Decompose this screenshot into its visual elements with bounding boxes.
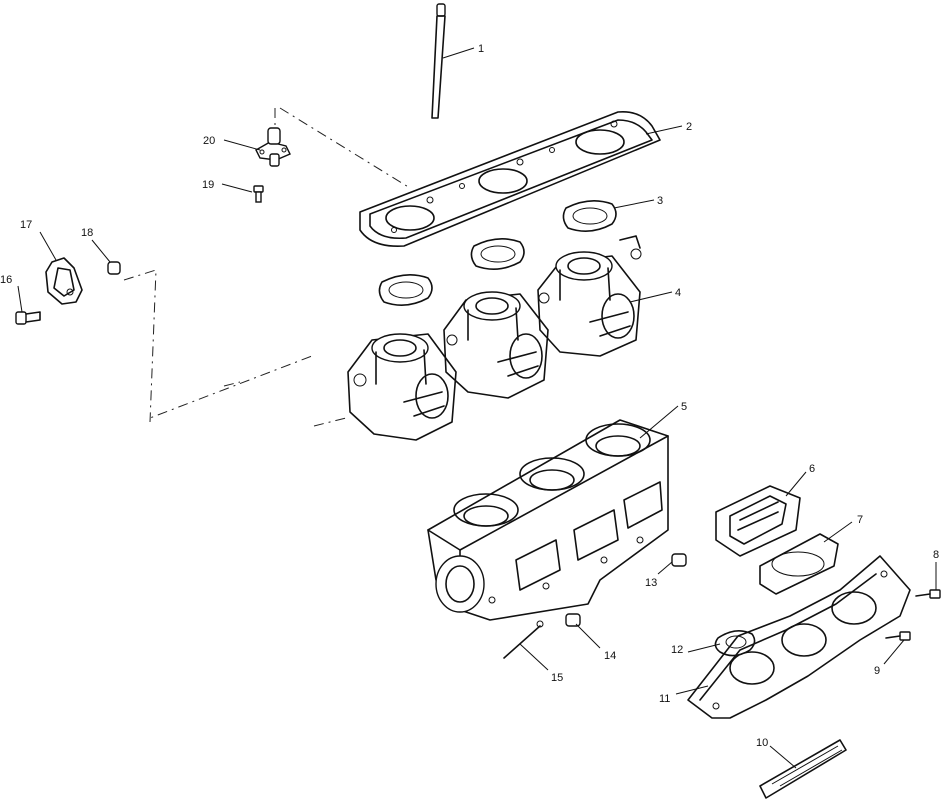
dash-line-linkage [123,269,347,427]
part-18-cap [107,261,121,275]
part-8-screw [915,589,941,599]
callout-3: 3 [657,195,663,207]
part-5-cylinder-block [427,419,669,621]
callout-17: 17 [20,219,32,231]
part-19-screw [253,185,264,203]
dash-line-sensor [274,107,411,189]
part-4-carburetors [347,235,642,441]
callout-4: 4 [675,287,681,299]
callout-7: 7 [857,514,863,526]
part-6-reed-valve [715,485,801,557]
part-15-pin [503,620,544,659]
callout-14: 14 [604,650,616,662]
callout-20: 20 [203,135,215,147]
leader-lines [17,47,937,769]
callout-18: 18 [81,227,93,239]
part-11-intake-manifold [687,555,911,719]
part-13-plug [671,553,687,567]
part-20-sensor [255,127,291,167]
callout-5: 5 [681,401,687,413]
callout-1: 1 [478,43,484,55]
callout-13: 13 [645,577,657,589]
part-17-bracket [45,257,83,305]
callout-9: 9 [874,665,880,677]
callout-8: 8 [933,549,939,561]
part-10-hose [759,739,847,799]
part-12-gasket [714,630,756,657]
callout-11: 11 [659,693,670,705]
callout-16: 16 [0,274,12,286]
callout-15: 15 [551,672,563,684]
callout-12: 12 [671,644,683,656]
callout-labels: 1 2 3 4 5 6 7 8 9 10 11 12 13 14 15 16 1… [0,43,939,749]
callout-19: 19 [202,179,214,191]
part-2-head-cover [359,110,661,247]
part-1-bolt [431,3,446,119]
part-14-sleeve [565,613,581,627]
callout-6: 6 [809,463,815,475]
part-3-gaskets [378,200,617,306]
part-16-bolt [15,311,41,325]
part-9-screw [885,631,911,641]
callout-10: 10 [756,737,768,749]
callout-2: 2 [686,121,692,133]
part-7-gasket [759,533,839,595]
